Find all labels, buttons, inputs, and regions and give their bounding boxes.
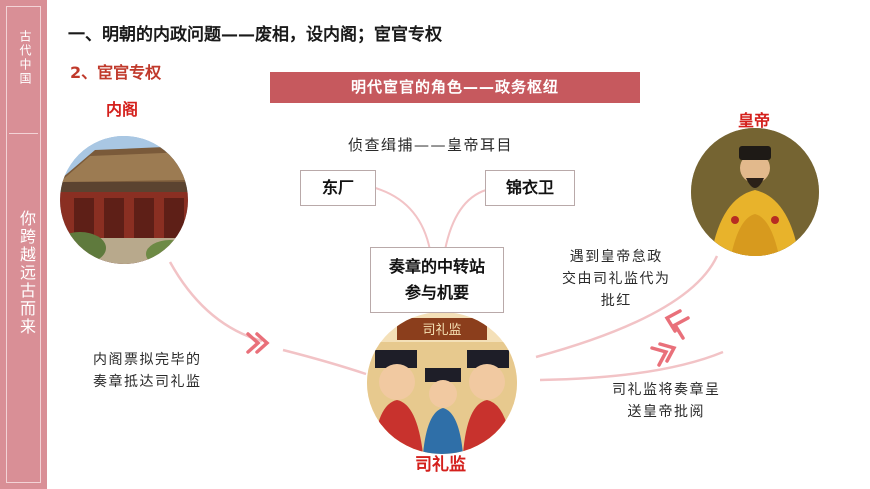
curve-to-dongchang	[371, 186, 431, 251]
neige-label: 内阁	[106, 100, 139, 119]
sidebar-series-title: 古代中国	[18, 30, 32, 86]
center-role-box: 奏章的中转站 参与机要	[370, 247, 504, 313]
left-note: 内阁票拟完毕的 奏章抵达司礼监	[93, 349, 202, 393]
right-note-top-line3: 批红	[600, 293, 632, 309]
jinyiwei-box: 锦衣卫	[485, 170, 575, 206]
right-note-bottom: 司礼监将奏章呈 送皇帝批阅	[612, 379, 721, 423]
right-note-bottom-line1: 司礼监将奏章呈	[612, 382, 721, 398]
silijian-sign-text: 司礼监	[422, 322, 461, 338]
silijian-label: 司礼监	[415, 455, 466, 475]
curve-to-jinyiwei	[444, 189, 487, 251]
center-role-line1: 奏章的中转站	[388, 257, 485, 276]
sidebar: 古代中国 你跨越远古而来	[0, 0, 47, 489]
diagram-banner: 明代宦官的角色——政务枢纽	[270, 72, 640, 103]
sidebar-divider	[9, 133, 38, 134]
emperor-label: 皇帝	[738, 111, 771, 130]
right-note-top-line2: 交由司礼监代为	[562, 271, 671, 287]
left-note-line1: 内阁票拟完毕的	[93, 352, 202, 368]
chevron-down-left-icon	[664, 309, 690, 340]
neige-palace-image	[60, 136, 188, 264]
section-subtitle: 2、宦官专权	[70, 63, 162, 82]
arc-silijian-to-emperor	[539, 350, 724, 382]
right-note-bottom-line2: 送皇帝批阅	[627, 404, 705, 420]
right-note-top-line1: 遇到皇帝怠政	[569, 249, 663, 265]
sidebar-slogan: 你跨越远古而来	[17, 210, 36, 336]
emperor-portrait-image	[691, 128, 819, 256]
arc-neige-to-silijian-tail	[282, 348, 367, 376]
silijian-illustration: 司礼监	[367, 312, 517, 454]
chevron-up-right-icon	[650, 342, 677, 367]
spy-annotation: 侦查缉捕——皇帝耳目	[348, 136, 514, 154]
arc-emperor-to-silijian	[535, 255, 719, 359]
sidebar-frame	[6, 6, 41, 483]
left-note-line2: 奏章抵达司礼监	[93, 374, 202, 390]
page-title: 一、明朝的内政问题——废相，设内阁；宦官专权	[68, 25, 442, 45]
chevron-right-icon	[246, 332, 270, 354]
center-role-line2: 参与机要	[404, 283, 469, 302]
right-note-top: 遇到皇帝怠政 交由司礼监代为 批红	[562, 246, 671, 312]
dongchang-box: 东厂	[300, 170, 376, 206]
arc-neige-to-silijian	[168, 261, 263, 343]
